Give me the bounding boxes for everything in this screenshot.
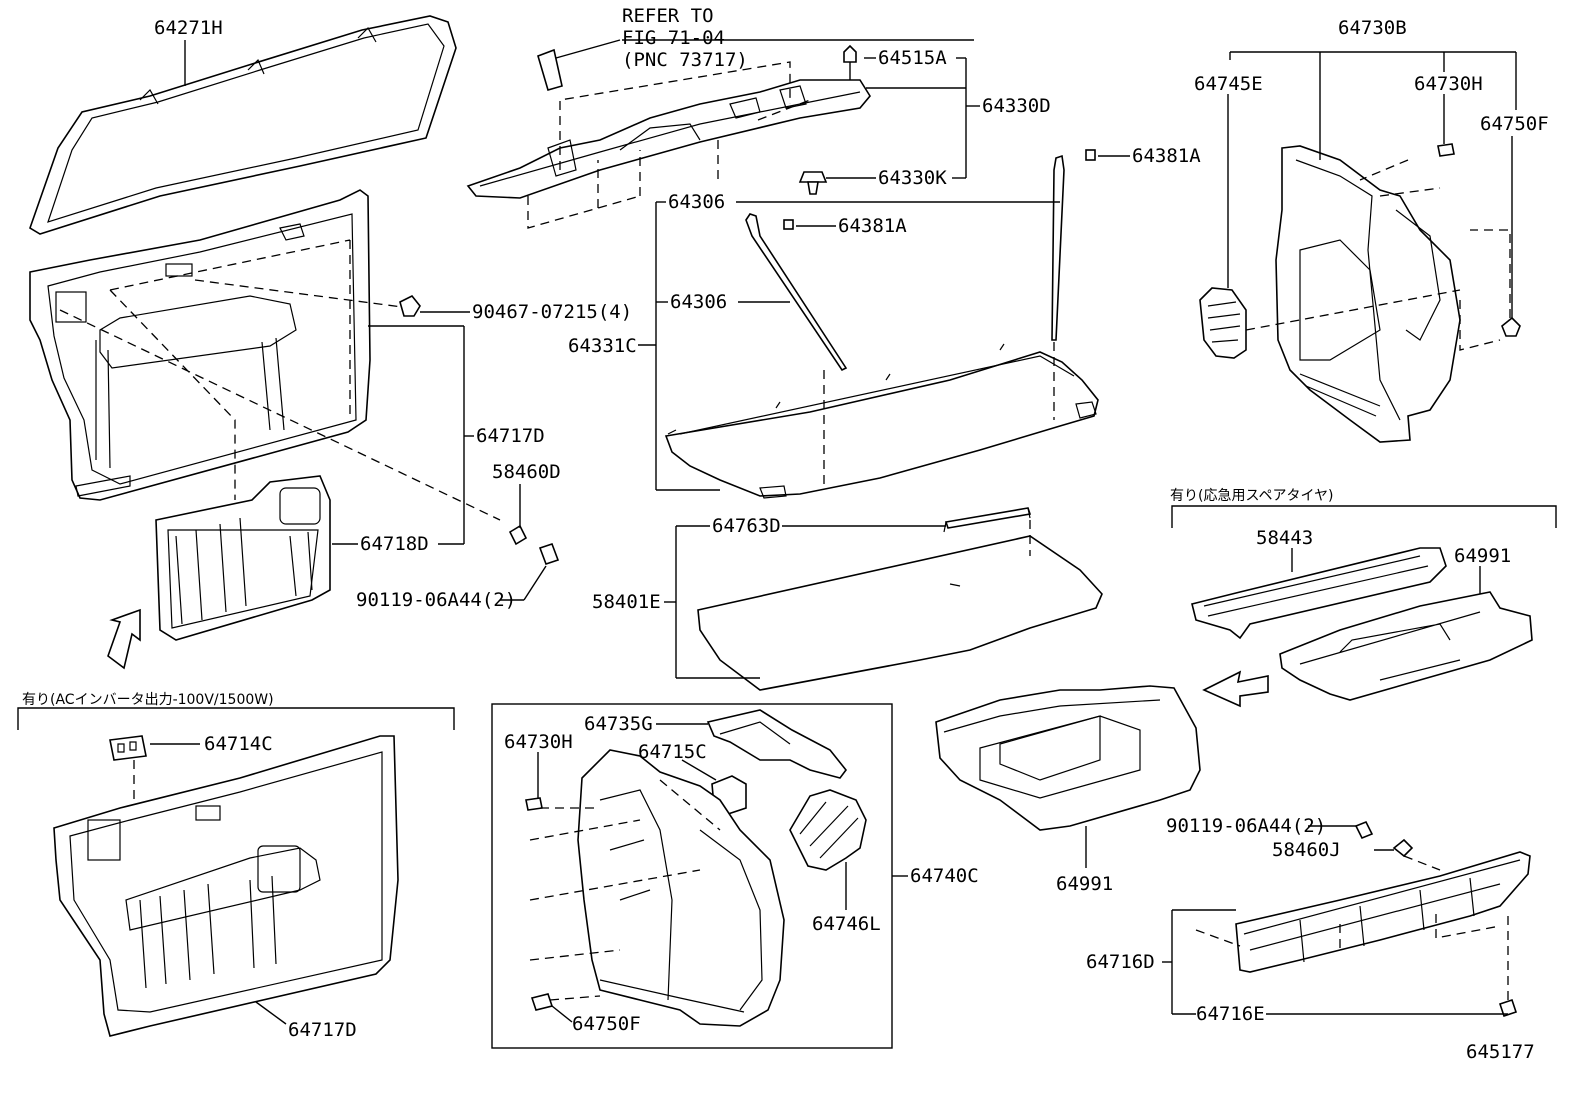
label-58401E: 58401E — [592, 591, 661, 613]
part-64750F-clip-top[interactable] — [1501, 316, 1521, 337]
part-64991-tray[interactable] — [935, 685, 1201, 831]
label-64330D: 64330D — [982, 95, 1051, 117]
part-64331C-tonneau-cover[interactable] — [664, 343, 1099, 499]
label-refer-1: REFER TO — [622, 5, 714, 27]
label-90119-right: 90119-06A44(2) — [1166, 815, 1326, 837]
label-64381A-top: 64381A — [1132, 145, 1201, 167]
label-64271H: 64271H — [154, 17, 223, 39]
part-labels: 64271H REFER TO FIG 71-04 (PNC 73717) 64… — [22, 5, 1549, 1063]
label-58460D: 58460D — [492, 461, 561, 483]
part-64735G-panel[interactable] — [706, 709, 848, 779]
part-64306-rod-left[interactable] — [745, 213, 848, 372]
figure-number: 645177 — [1466, 1041, 1535, 1063]
note-ac-inverter: 有り(ACインバータ出力-100V/1500W) — [22, 692, 274, 708]
label-64331C: 64331C — [568, 335, 637, 357]
label-64746L: 64746L — [812, 913, 881, 935]
part-64717D-upper-trim[interactable] — [29, 189, 371, 501]
label-58443: 58443 — [1256, 527, 1313, 549]
part-58460D-clip[interactable] — [508, 524, 528, 546]
part-90467-clip[interactable] — [399, 294, 421, 317]
arrow-left-icon — [1202, 670, 1269, 708]
part-64730B-side-trim[interactable] — [1275, 145, 1461, 443]
label-90467: 90467-07215(4) — [472, 301, 632, 323]
part-64714C-bracket[interactable] — [109, 735, 147, 761]
label-64991-top: 64991 — [1454, 545, 1511, 567]
part-64730H-clip-top[interactable] — [1437, 143, 1455, 157]
part-64330K-clip[interactable] — [798, 171, 828, 195]
refer-bracket — [537, 48, 563, 91]
part-64763D-bracket[interactable] — [943, 507, 1032, 533]
label-90119-left: 90119-06A44(2) — [356, 589, 516, 611]
label-64735G: 64735G — [584, 713, 653, 735]
label-refer-3: (PNC 73717) — [622, 49, 748, 71]
part-64330D-rail[interactable] — [466, 79, 871, 199]
leader-lines — [150, 39, 1517, 1025]
part-64750F-clip-bottom[interactable] — [530, 993, 554, 1011]
part-64740C-side-trim[interactable] — [577, 749, 785, 1027]
label-64306-mid: 64306 — [670, 291, 727, 313]
part-64716D-scuff-plate[interactable] — [1235, 851, 1531, 973]
part-64515A-clip[interactable] — [843, 44, 857, 80]
part-64745E-cover[interactable] — [1199, 287, 1247, 359]
part-64991-tray-top[interactable] — [1279, 591, 1533, 701]
part-64718D-insulator[interactable] — [155, 475, 331, 641]
part-58401E-deck-board[interactable] — [697, 535, 1103, 691]
label-64330K: 64330K — [878, 167, 947, 189]
label-64730H-bottom: 64730H — [504, 731, 573, 753]
part-64716E-clip[interactable] — [1498, 998, 1518, 1018]
label-64714C: 64714C — [204, 733, 273, 755]
part-90119-screw-left[interactable] — [538, 542, 560, 566]
label-64750F-bottom: 64750F — [572, 1013, 641, 1035]
part-64381A-clip-a[interactable] — [1085, 149, 1096, 161]
label-64715C: 64715C — [638, 741, 707, 763]
label-64991-bottom: 64991 — [1056, 873, 1113, 895]
label-64745E: 64745E — [1194, 73, 1263, 95]
label-64763D: 64763D — [712, 515, 781, 537]
label-refer-2: FIG 71-04 — [622, 27, 725, 49]
label-64730B: 64730B — [1338, 17, 1407, 39]
part-58443-cover[interactable] — [1191, 547, 1447, 640]
label-64717D-upper: 64717D — [476, 425, 545, 447]
part-64381A-clip-b[interactable] — [783, 219, 794, 230]
part-58460J-clip[interactable] — [1392, 838, 1414, 858]
part-64730H-clip-bottom[interactable] — [525, 797, 543, 811]
note-spare-tire: 有り(応急用スペアタイヤ) — [1170, 488, 1334, 504]
part-64306-rod-right[interactable] — [1051, 154, 1065, 341]
part-64271H-deck-board[interactable] — [29, 15, 457, 235]
arrow-up-right-icon — [107, 608, 141, 670]
label-64750F-top: 64750F — [1480, 113, 1549, 135]
label-64306-top: 64306 — [668, 191, 725, 213]
part-64746L-cover[interactable] — [789, 789, 867, 871]
label-64718D: 64718D — [360, 533, 429, 555]
label-64740C: 64740C — [910, 865, 979, 887]
label-64716E: 64716E — [1196, 1003, 1265, 1025]
label-64716D: 64716D — [1086, 951, 1155, 973]
label-64515A: 64515A — [878, 47, 947, 69]
label-58460J: 58460J — [1272, 839, 1341, 861]
label-64730H-top: 64730H — [1414, 73, 1483, 95]
part-64717D-lower-trim[interactable] — [53, 735, 399, 1037]
part-90119-screw-right[interactable] — [1354, 820, 1374, 840]
label-64717D-lower: 64717D — [288, 1019, 357, 1041]
label-64381A-mid: 64381A — [838, 215, 907, 237]
